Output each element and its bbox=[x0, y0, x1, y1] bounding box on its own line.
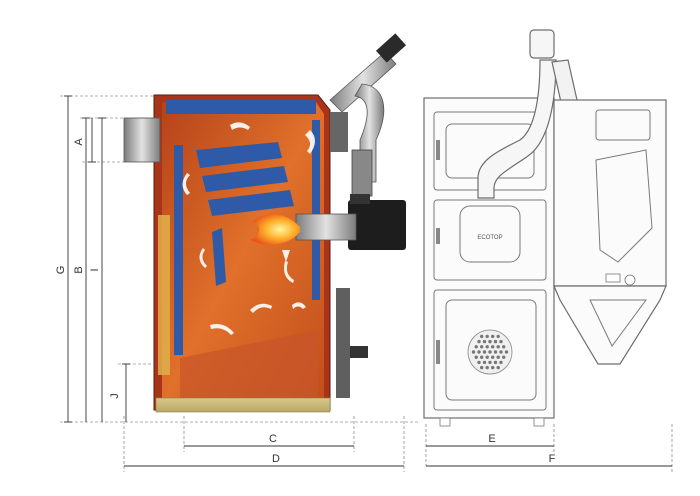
grille-hole bbox=[485, 334, 489, 339]
grille-hole bbox=[493, 360, 498, 365]
grille-hole bbox=[480, 345, 484, 349]
hopper-funnel-inner bbox=[589, 299, 647, 347]
dim-E-label: E bbox=[488, 433, 495, 445]
grille-hole bbox=[482, 339, 487, 344]
bottom-door-handle bbox=[350, 346, 368, 358]
grille-hole bbox=[496, 355, 500, 359]
grille-hole bbox=[502, 355, 506, 359]
dim-J-label: J bbox=[109, 393, 121, 399]
base-plinth bbox=[155, 397, 331, 413]
grille-hole bbox=[477, 339, 481, 344]
grille-hole bbox=[474, 355, 478, 359]
ash-bed bbox=[180, 330, 318, 400]
grille-hole bbox=[482, 360, 487, 365]
grille-hole bbox=[504, 350, 509, 354]
grille-hole bbox=[485, 345, 489, 349]
grille-hole bbox=[499, 360, 503, 365]
hopper-knob bbox=[624, 274, 636, 286]
grille-hole bbox=[471, 350, 476, 354]
hinge-low bbox=[436, 340, 440, 364]
flue-outlet bbox=[123, 117, 161, 163]
grille-hole bbox=[482, 350, 487, 354]
grille-hole bbox=[491, 365, 495, 370]
outline-view: ECOTOP bbox=[423, 29, 667, 427]
hinge-mid bbox=[436, 228, 440, 244]
hopper-window bbox=[595, 149, 653, 263]
grille-hole bbox=[488, 350, 492, 354]
grille-hole bbox=[496, 365, 500, 370]
flame bbox=[250, 214, 300, 245]
left-water-jacket bbox=[174, 145, 183, 355]
dim-A-label: A bbox=[73, 138, 85, 146]
grille-hole bbox=[480, 334, 484, 339]
grille-hole bbox=[493, 350, 498, 354]
hopper-funnel bbox=[553, 285, 667, 365]
left-insulation bbox=[158, 215, 170, 375]
grille-hole bbox=[493, 339, 498, 344]
grille-hole bbox=[496, 334, 500, 339]
feed-pipe bbox=[329, 33, 407, 197]
grille-hole bbox=[488, 360, 492, 365]
dimension-lines: G B A I J C D E F bbox=[55, 95, 673, 472]
foot-right bbox=[533, 417, 545, 427]
dim-C-label: C bbox=[269, 433, 277, 445]
grille-hole bbox=[491, 355, 495, 359]
top-water-jacket bbox=[166, 100, 316, 114]
grille-hole bbox=[491, 334, 495, 339]
lower-panel bbox=[433, 289, 547, 411]
feed-pipe-cap bbox=[529, 29, 555, 59]
lower-door bbox=[445, 299, 537, 401]
hopper-body bbox=[553, 99, 667, 287]
heat-exchanger-fins bbox=[196, 142, 294, 286]
grille-hole bbox=[485, 365, 489, 370]
feed-pipe-outline bbox=[477, 59, 557, 199]
grille-hole bbox=[488, 339, 492, 344]
grille-hole bbox=[496, 345, 500, 349]
bottom-door bbox=[336, 288, 350, 398]
middle-panel bbox=[433, 199, 547, 281]
top-door-hinge bbox=[330, 112, 348, 152]
foot-left bbox=[439, 417, 451, 427]
grille-hole bbox=[480, 365, 484, 370]
front-logo: ECOTOP bbox=[477, 235, 502, 241]
dim-G-label: G bbox=[55, 266, 67, 275]
grille-hole bbox=[499, 350, 503, 354]
grille-hole bbox=[502, 345, 506, 349]
grille-hole bbox=[499, 339, 503, 344]
hinge-top bbox=[436, 140, 440, 160]
grille-hole bbox=[477, 360, 481, 365]
air-grille bbox=[467, 329, 513, 375]
right-water-jacket bbox=[312, 120, 320, 300]
grille-hole bbox=[474, 345, 478, 349]
grille-hole bbox=[480, 355, 484, 359]
pellet-burner bbox=[250, 194, 406, 250]
burner-outline bbox=[459, 205, 521, 263]
cutaway-boiler bbox=[123, 33, 407, 413]
dim-I-label: I bbox=[89, 268, 101, 271]
grille-hole bbox=[491, 345, 495, 349]
dim-B-label: B bbox=[73, 266, 85, 273]
flow-arrows bbox=[182, 122, 315, 335]
grille-hole bbox=[477, 350, 481, 354]
grille-hole bbox=[485, 355, 489, 359]
dim-D-label: D bbox=[272, 453, 280, 465]
dim-F-label: F bbox=[549, 453, 556, 465]
hopper-latch bbox=[605, 273, 621, 283]
hopper-lid-panel bbox=[595, 109, 651, 141]
